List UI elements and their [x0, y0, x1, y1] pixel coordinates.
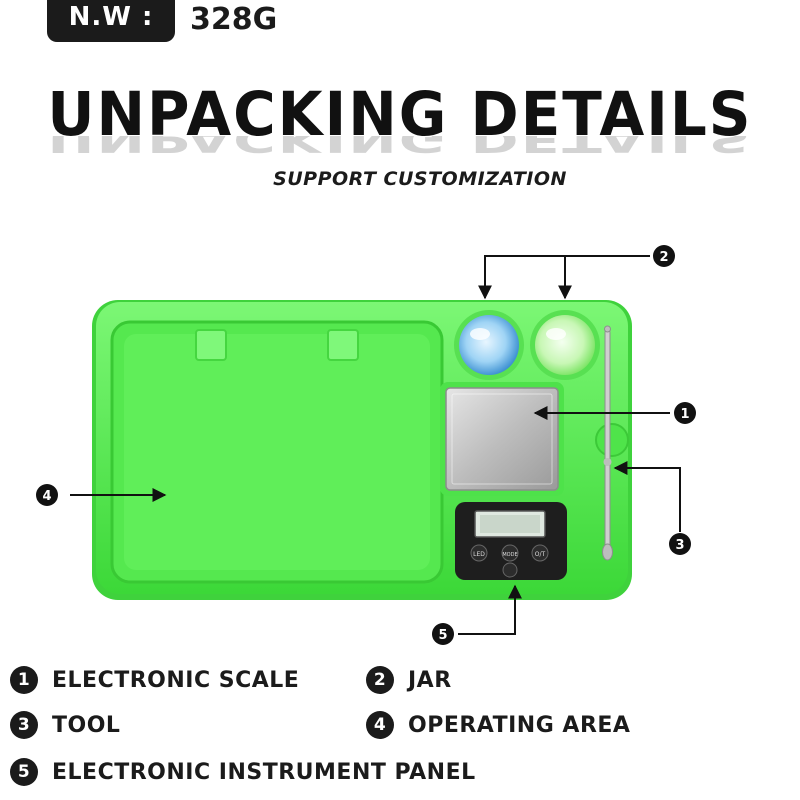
- page-title: UNPACKING DETAILS: [47, 78, 753, 150]
- callout-line-2: [478, 255, 650, 300]
- net-weight-label: N.W :: [68, 2, 154, 32]
- legend-label-2: JAR: [408, 667, 452, 693]
- callout-2: 2: [653, 245, 675, 267]
- title-block: UNPACKING DETAILS UNPACKING DETAILS: [0, 78, 800, 175]
- ot-button-label: O/T: [535, 551, 546, 558]
- legend-label-1: ELECTRONIC SCALE: [52, 667, 300, 693]
- legend: 1 ELECTRONIC SCALE 2 JAR 3 TOOL 4 OPERAT…: [0, 660, 800, 800]
- legend-number-4: 4: [366, 711, 394, 739]
- legend-item-operating-area: 4 OPERATING AREA: [366, 711, 630, 739]
- legend-item-tool: 3 TOOL: [10, 711, 120, 739]
- callout-line-5: [458, 584, 522, 635]
- dab-tool: [602, 325, 613, 561]
- led-button-label: LED: [473, 551, 485, 558]
- mode-button-label: MODE: [502, 552, 517, 558]
- legend-label-3: TOOL: [52, 712, 121, 738]
- legend-item-jar: 2 JAR: [366, 666, 452, 694]
- legend-number-2: 2: [366, 666, 394, 694]
- legend-label-4: OPERATING AREA: [408, 712, 631, 738]
- callout-3: 3: [669, 533, 691, 555]
- legend-label-5: ELECTRONIC INSTRUMENT PANEL: [52, 759, 476, 785]
- legend-item-instrument-panel: 5 ELECTRONIC INSTRUMENT PANEL: [10, 758, 476, 786]
- callout-2-number: 2: [659, 250, 668, 265]
- instrument-panel: LED MODE O/T: [455, 502, 567, 580]
- callout-1: 1: [674, 402, 696, 424]
- page-subtitle: SUPPORT CUSTOMIZATION: [273, 168, 567, 190]
- jar-blue: [454, 310, 524, 380]
- product-diagram: LED MODE O/T 2 1 3 4: [36, 245, 696, 645]
- electronic-scale: [440, 382, 564, 496]
- callout-5-number: 5: [438, 628, 447, 643]
- jar-green: [530, 310, 600, 380]
- legend-number-1: 1: [10, 666, 38, 694]
- callout-lines: [70, 255, 681, 635]
- page-title-reflection: UNPACKING DETAILS: [47, 136, 753, 160]
- net-weight-value: 328G: [190, 2, 278, 37]
- legend-item-electronic-scale: 1 ELECTRONIC SCALE: [10, 666, 299, 694]
- callout-4-number: 4: [42, 489, 51, 504]
- callout-1-number: 1: [680, 407, 689, 422]
- net-weight-badge: N.W :: [47, 0, 175, 42]
- callout-3-number: 3: [675, 538, 684, 553]
- callout-4: 4: [36, 484, 58, 506]
- callout-line-3: [613, 461, 681, 532]
- callout-5: 5: [432, 623, 454, 645]
- legend-number-5: 5: [10, 758, 38, 786]
- legend-number-3: 3: [10, 711, 38, 739]
